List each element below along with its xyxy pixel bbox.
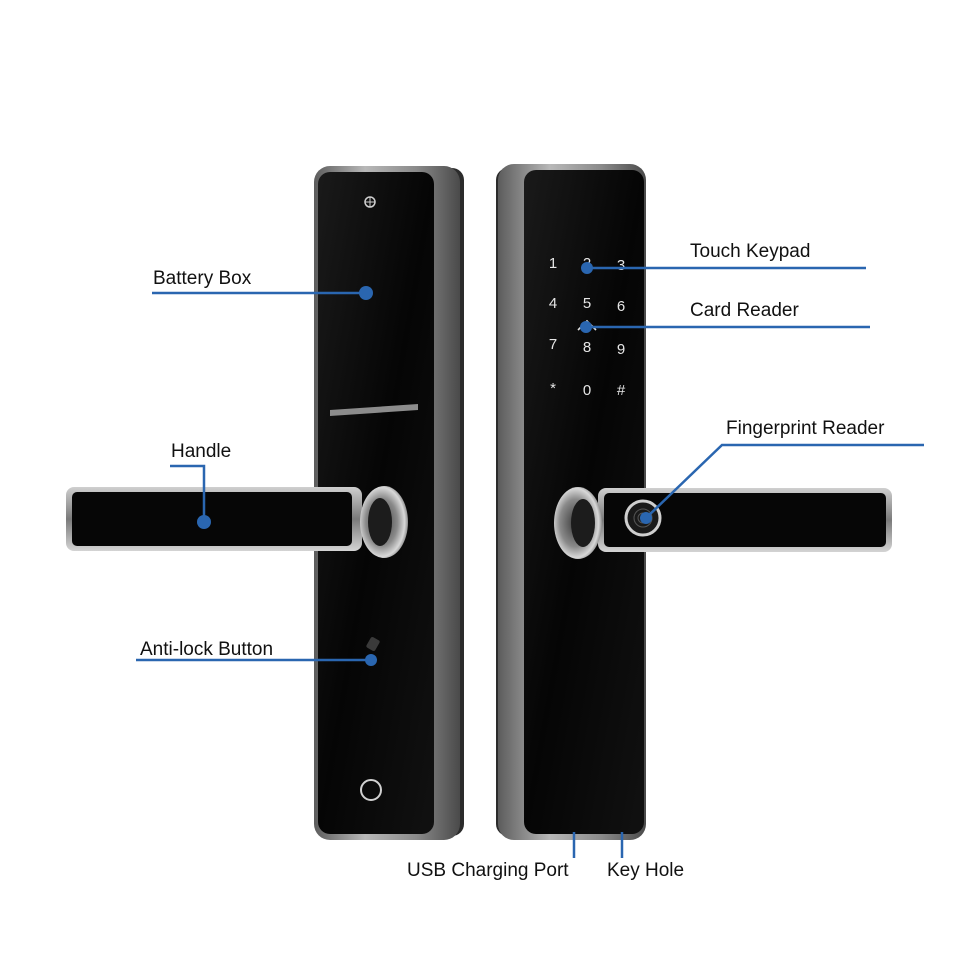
keypad-key: 7: [549, 336, 557, 353]
battery-cover-seam: [330, 404, 418, 416]
handle-dot: [197, 515, 211, 529]
outer-handle-body: [604, 493, 886, 547]
fingerprint-reader-dot: [640, 512, 652, 524]
fingerprint-reader-leader: [645, 443, 924, 519]
keypad-key: *: [550, 380, 556, 397]
outer-handle-knob-core: [571, 499, 595, 547]
keypad-key: #: [617, 382, 626, 399]
keypad-key: 4: [549, 295, 557, 312]
leader-lines: [136, 266, 924, 858]
inner-handle: [66, 486, 408, 558]
label-touch-keypad: Touch Keypad: [690, 241, 811, 262]
label-anti-lock-button: Anti-lock Button: [140, 639, 274, 660]
keypad-key: 6: [617, 298, 625, 315]
handle-leader: [170, 464, 206, 520]
card-reader-dot: [580, 321, 592, 333]
label-key-hole: Key Hole: [607, 860, 685, 881]
label-card-reader: Card Reader: [690, 300, 799, 321]
label-usb-charging-port: USB Charging Port: [407, 860, 569, 881]
touch-keypad-dot: [581, 262, 593, 274]
keypad-key: 5: [583, 295, 591, 312]
keypad-key: 1: [549, 255, 557, 272]
camera-lens-icon: [364, 196, 376, 208]
keypad-key: 0: [583, 382, 591, 399]
label-fingerprint-reader: Fingerprint Reader: [726, 418, 885, 439]
inner-handle-body: [72, 492, 352, 546]
anti-lock-dot: [365, 654, 377, 666]
label-handle: Handle: [171, 441, 232, 462]
battery-box-dot: [359, 286, 373, 300]
leader-dots: [197, 262, 652, 666]
outer-handle: [554, 487, 892, 559]
inner-handle-knob-core: [368, 498, 392, 546]
keypad-key: 8: [583, 339, 591, 356]
keyhole-icon: [360, 779, 382, 801]
label-battery-box: Battery Box: [153, 268, 252, 289]
keypad-key: 9: [617, 341, 625, 358]
keypad-key: 3: [617, 257, 625, 274]
anti-lock-button-icon: [366, 637, 380, 651]
